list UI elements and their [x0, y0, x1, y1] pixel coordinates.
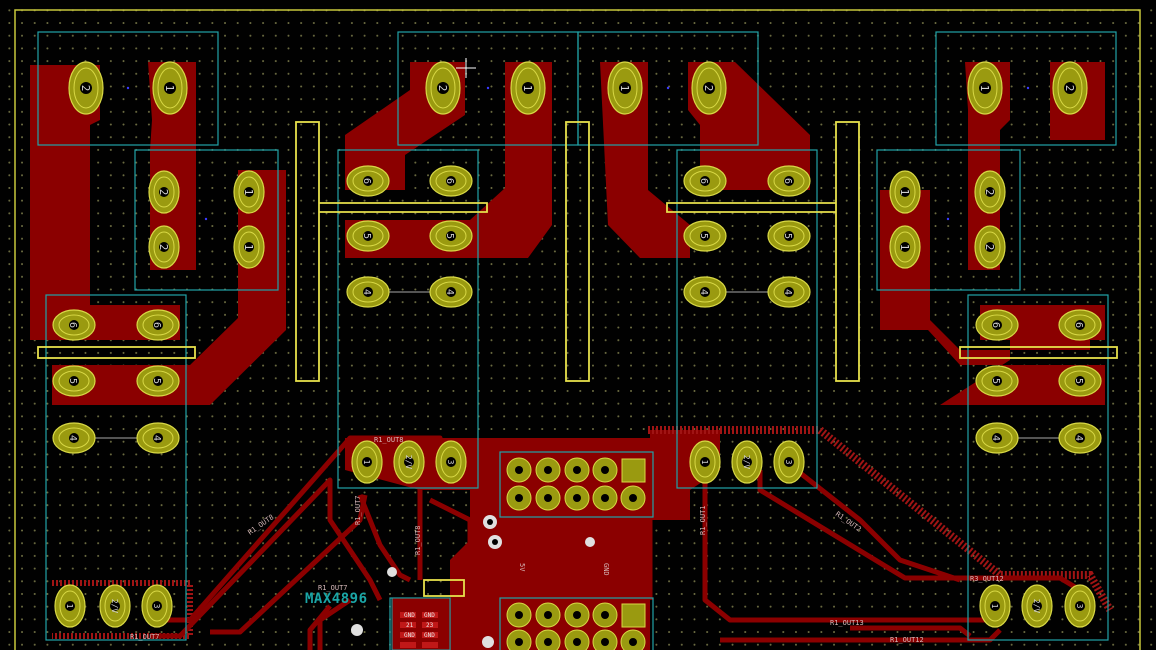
keepout-hatch	[52, 426, 1114, 639]
ic-pin-label: GND	[424, 612, 435, 619]
relay-pads[interactable]	[52, 165, 1102, 454]
svg-text:6: 6	[67, 322, 78, 328]
pin-label: 1	[898, 189, 911, 196]
svg-text:3: 3	[446, 460, 455, 465]
svg-text:3: 3	[784, 460, 793, 465]
vias[interactable]	[351, 515, 595, 648]
svg-text:5: 5	[782, 233, 793, 239]
svg-text:5V: 5V	[518, 563, 526, 572]
svg-text:R3_OUT12: R3_OUT12	[970, 575, 1004, 583]
svg-text:2/V: 2/V	[404, 455, 413, 470]
pin-label: 2	[436, 85, 449, 92]
svg-text:6: 6	[1073, 322, 1084, 328]
svg-text:1: 1	[362, 460, 371, 465]
svg-text:1: 1	[65, 604, 74, 609]
pin-label: 2	[983, 189, 996, 196]
pin-label: 1	[242, 189, 255, 196]
svg-text:R1_OUT7: R1_OUT7	[318, 584, 348, 592]
traces	[150, 435, 1082, 650]
svg-text:6: 6	[444, 178, 455, 184]
svg-text:4: 4	[361, 289, 372, 295]
svg-text:R1_OUT13: R1_OUT13	[830, 619, 864, 627]
pin-label: 1	[618, 85, 631, 92]
ic-pin-label: GND	[404, 632, 415, 639]
terminal-pad-labels: 2 1 2 1 1 2 1 2 2 2 1 1 1 1 2 2	[79, 85, 1076, 251]
svg-text:3: 3	[152, 604, 161, 609]
copper-zone	[965, 62, 1010, 270]
svg-text:5: 5	[361, 233, 372, 239]
header-pads[interactable]	[506, 457, 646, 650]
copper-zone	[30, 65, 100, 340]
svg-text:6: 6	[151, 322, 162, 328]
svg-text:R1_OUT7: R1_OUT7	[130, 633, 160, 641]
svg-text:2/V: 2/V	[1032, 599, 1041, 614]
svg-text:4: 4	[990, 435, 1001, 441]
svg-text:5: 5	[990, 378, 1001, 384]
svg-text:5: 5	[698, 233, 709, 239]
svg-text:2/V: 2/V	[110, 599, 119, 614]
silkscreen	[37, 121, 1118, 597]
svg-text:4: 4	[67, 435, 78, 441]
svg-text:6: 6	[361, 178, 372, 184]
ic-pin-label: GND	[424, 632, 435, 639]
ic-max4896[interactable]: GND GND 21 23 GND GND	[391, 597, 451, 650]
courtyards	[37, 31, 1117, 650]
svg-text:5: 5	[151, 378, 162, 384]
ic-pin-label: GND	[404, 612, 415, 619]
svg-text:2/V: 2/V	[742, 455, 751, 470]
coil-pad-labels: 1 2/V 3 1 2/V 3 1 2/V 3 1 2/V 3	[65, 455, 1084, 614]
pin-label: 2	[702, 85, 715, 92]
pin-label: 1	[242, 244, 255, 251]
svg-text:6: 6	[990, 322, 1001, 328]
ic-pin-label: 23	[426, 622, 434, 629]
svg-text:3: 3	[1075, 604, 1084, 609]
svg-text:4: 4	[1073, 435, 1084, 441]
pin-label: 2	[983, 244, 996, 251]
svg-text:R1_OUT12: R1_OUT12	[890, 636, 924, 644]
copper-zone	[148, 62, 196, 270]
anchor-dots	[126, 86, 1030, 221]
svg-text:6: 6	[782, 178, 793, 184]
svg-text:4: 4	[444, 289, 455, 295]
ic-pin-label: 21	[406, 622, 414, 629]
pin-label: 2	[1063, 85, 1076, 92]
pin-label: 2	[157, 189, 170, 196]
svg-text:6: 6	[698, 178, 709, 184]
svg-text:5: 5	[444, 233, 455, 239]
svg-text:1: 1	[700, 460, 709, 465]
pin-label: 1	[898, 244, 911, 251]
svg-text:R1_OUT8: R1_OUT8	[414, 525, 422, 555]
relay-pad-labels: 6 6 5 5 4 4 6 6 5 5 4 4 6 6 5 5 4 4 6 6 …	[67, 178, 1084, 441]
svg-text:5: 5	[1073, 378, 1084, 384]
board-edge	[14, 9, 1141, 650]
svg-text:4: 4	[151, 435, 162, 441]
chip-reference-label: MAX4896	[305, 591, 368, 607]
pin-label: 2	[79, 85, 92, 92]
svg-text:GND: GND	[602, 563, 610, 576]
pin-label: 2	[157, 244, 170, 251]
pin-label: 1	[163, 85, 176, 92]
svg-text:R1_OUT7: R1_OUT7	[354, 495, 362, 525]
svg-text:4: 4	[698, 289, 709, 295]
svg-text:4: 4	[782, 289, 793, 295]
crosshair-cursor-icon	[456, 58, 476, 78]
svg-text:1: 1	[990, 604, 999, 609]
copper-zone	[345, 62, 552, 258]
svg-text:R1_OUT8: R1_OUT8	[374, 436, 404, 444]
pin-label: 1	[978, 85, 991, 92]
copper-zone	[52, 170, 286, 405]
svg-text:R1_OUT1: R1_OUT1	[699, 505, 707, 535]
pin-label: 1	[521, 85, 534, 92]
svg-text:5: 5	[67, 378, 78, 384]
